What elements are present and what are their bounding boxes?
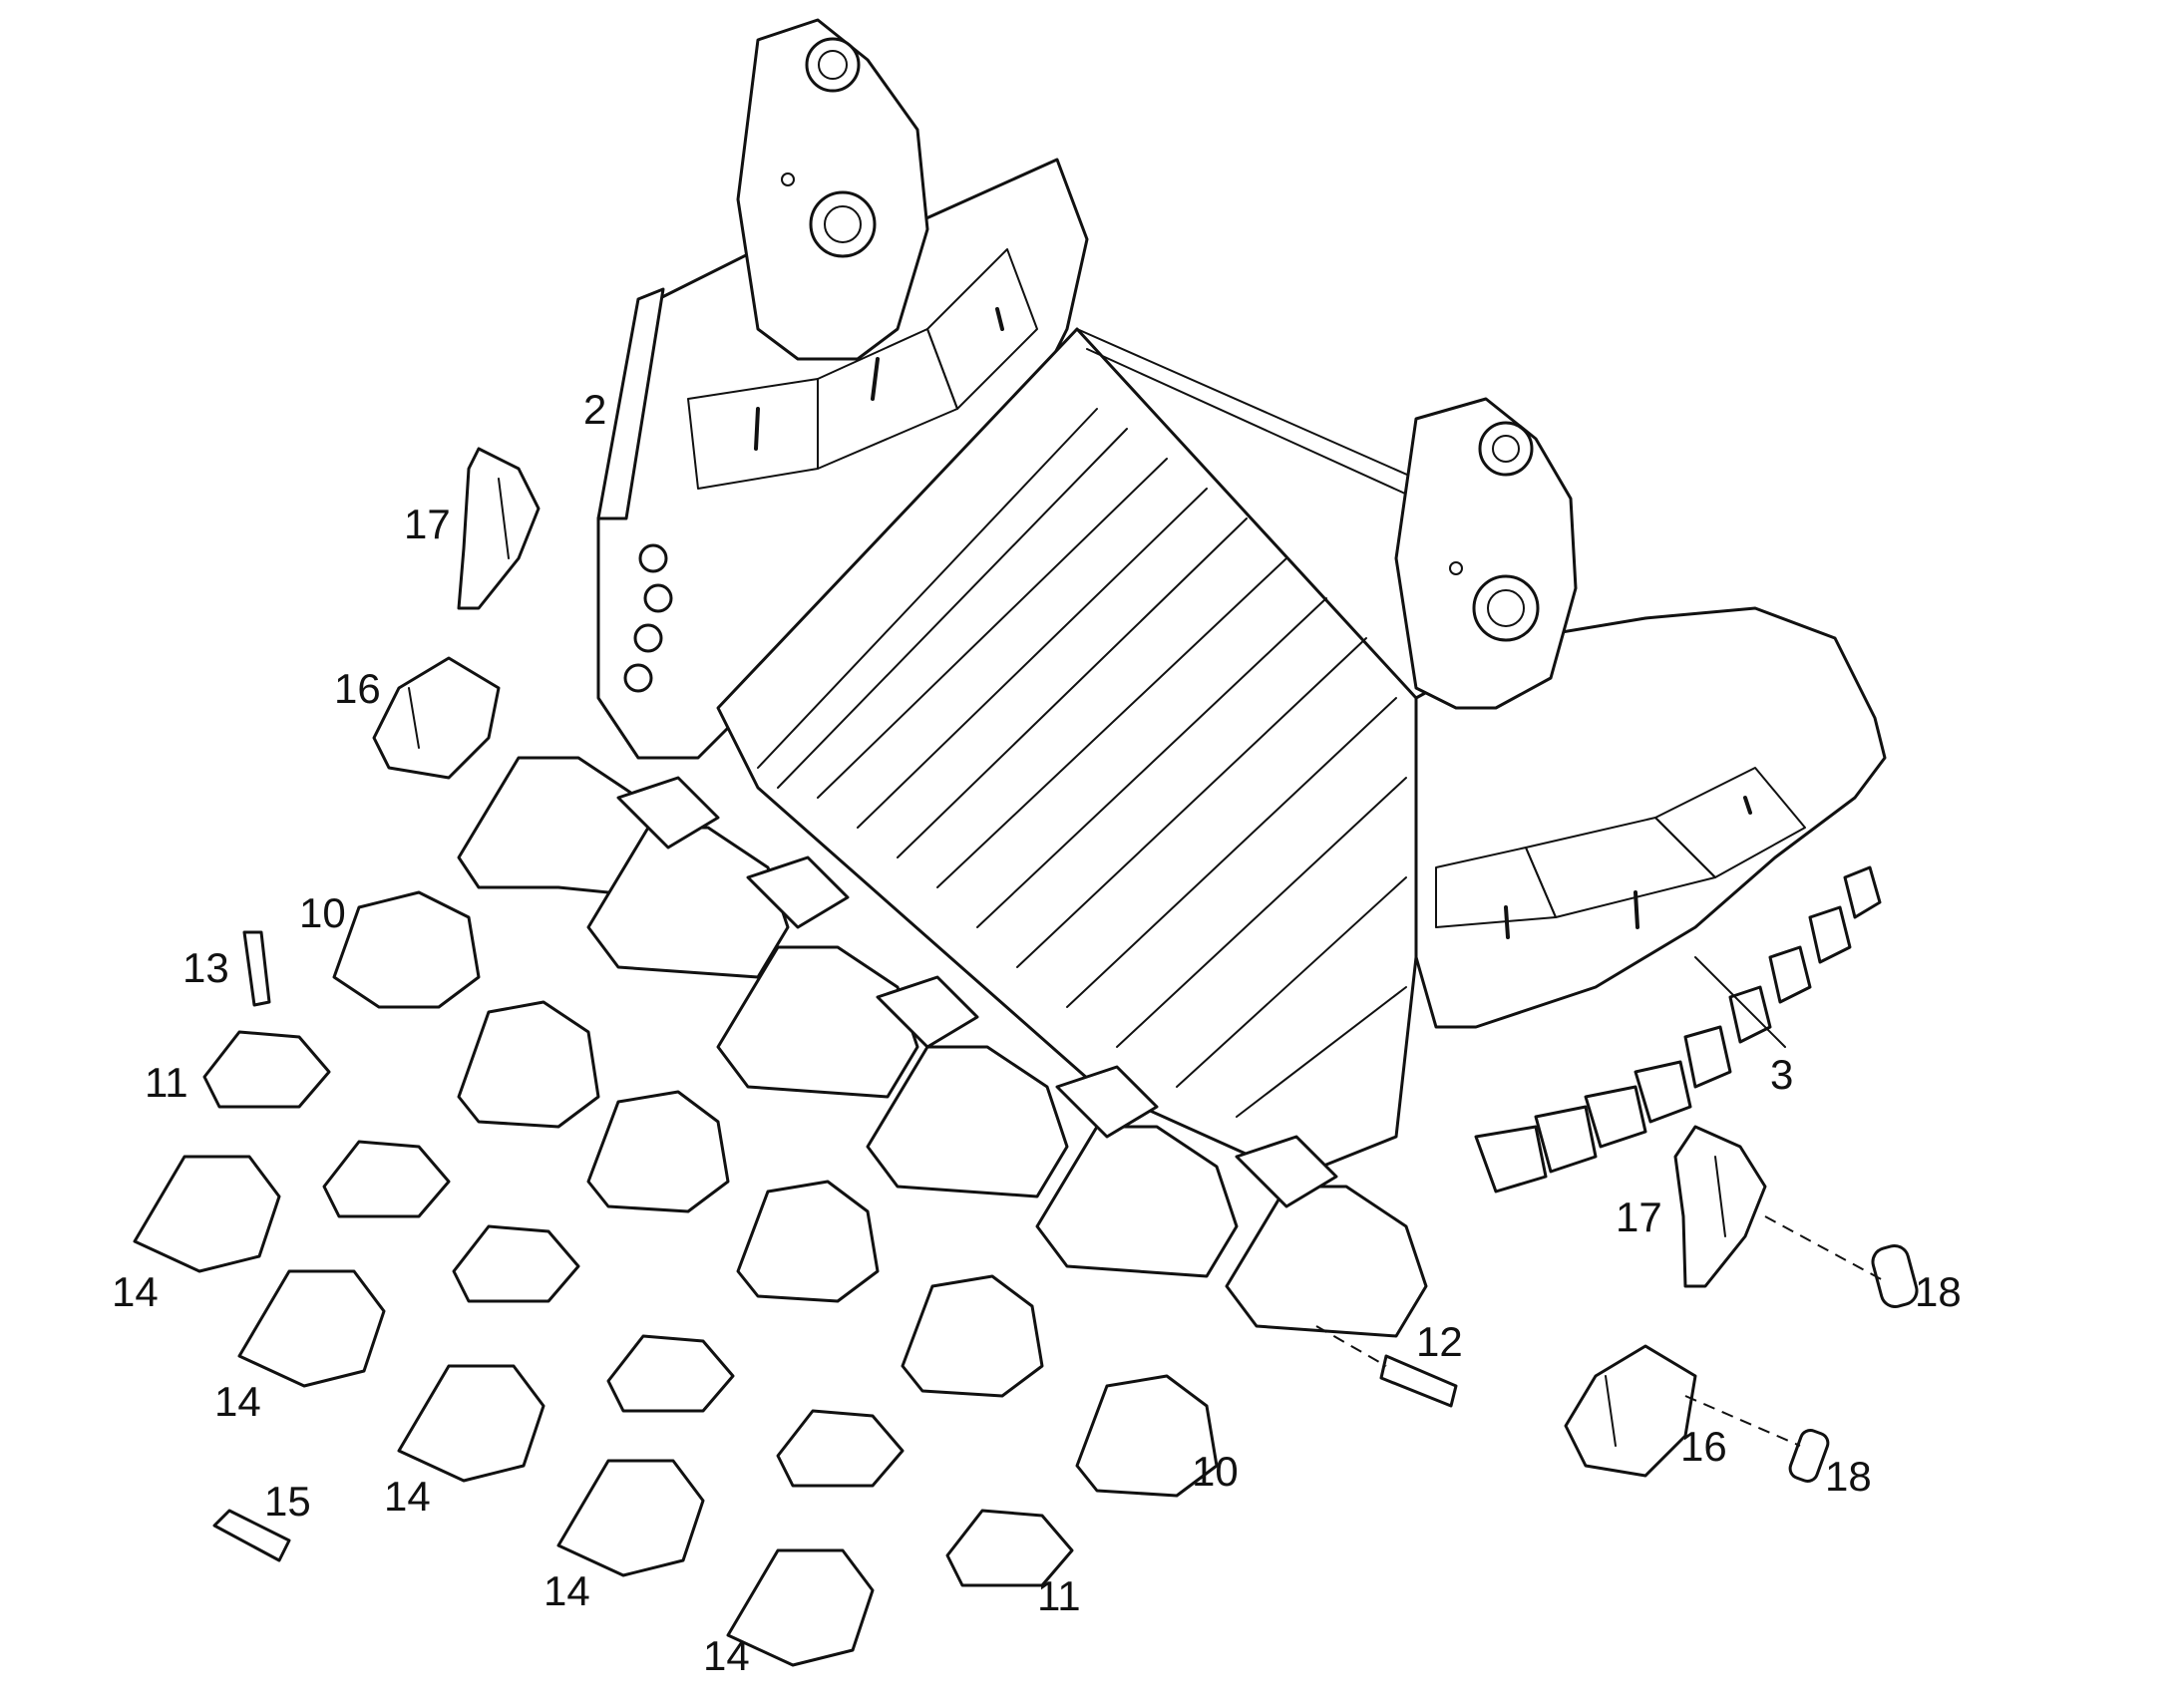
right-lug — [1394, 397, 1578, 710]
part-17-side-protector-right — [1673, 1125, 1767, 1288]
callout-labels: 2 3 10 10 11 11 12 13 14 14 14 14 14 15 … — [112, 386, 1962, 1679]
left-lug — [736, 18, 929, 361]
callout-10-upper: 10 — [299, 889, 346, 936]
part-14-teeth — [133, 1155, 875, 1667]
part-15-wedge — [212, 1509, 291, 1562]
bucket-body — [457, 18, 1887, 1338]
callout-15: 15 — [264, 1478, 311, 1525]
callout-14-b: 14 — [214, 1378, 261, 1425]
callout-14-d: 14 — [544, 1567, 590, 1614]
callout-17-left: 17 — [404, 501, 451, 547]
adapters-row — [457, 756, 1428, 1338]
leader-18-lower — [1684, 1395, 1801, 1447]
callout-18-lower: 18 — [1825, 1453, 1872, 1500]
callout-3: 3 — [1770, 1051, 1793, 1098]
side-wear-blocks — [1474, 865, 1882, 1194]
callout-11-upper: 11 — [145, 1059, 188, 1106]
floor-liners — [757, 408, 1407, 1118]
adapter-locks — [616, 776, 1338, 1208]
leader-18-upper — [1764, 1215, 1886, 1282]
part-16-side-cutter-left — [372, 656, 501, 780]
callout-13: 13 — [182, 944, 229, 991]
part-18-pins — [1788, 1244, 1919, 1483]
callout-18-upper: 18 — [1915, 1268, 1962, 1315]
callout-14-a: 14 — [112, 1268, 159, 1315]
callout-2: 2 — [583, 386, 606, 433]
callout-12: 12 — [1416, 1318, 1463, 1365]
callout-11-lower: 11 — [1037, 1572, 1081, 1619]
part-11-shrouds — [202, 1030, 1074, 1587]
callout-16-right: 16 — [1680, 1423, 1727, 1470]
part-13-wedge — [242, 930, 271, 1007]
part-16-side-cutter-right — [1564, 1344, 1697, 1478]
callout-16-left: 16 — [334, 665, 381, 712]
leader-3 — [1694, 956, 1786, 1048]
callout-14-c: 14 — [384, 1473, 431, 1520]
part-10-adapters — [332, 890, 1219, 1498]
callout-14-e: 14 — [703, 1632, 750, 1679]
part-17-side-protector-left — [457, 447, 541, 610]
part-12-pin — [1315, 1325, 1458, 1408]
callout-10-lower: 10 — [1192, 1448, 1239, 1495]
callout-17-right: 17 — [1616, 1194, 1662, 1240]
